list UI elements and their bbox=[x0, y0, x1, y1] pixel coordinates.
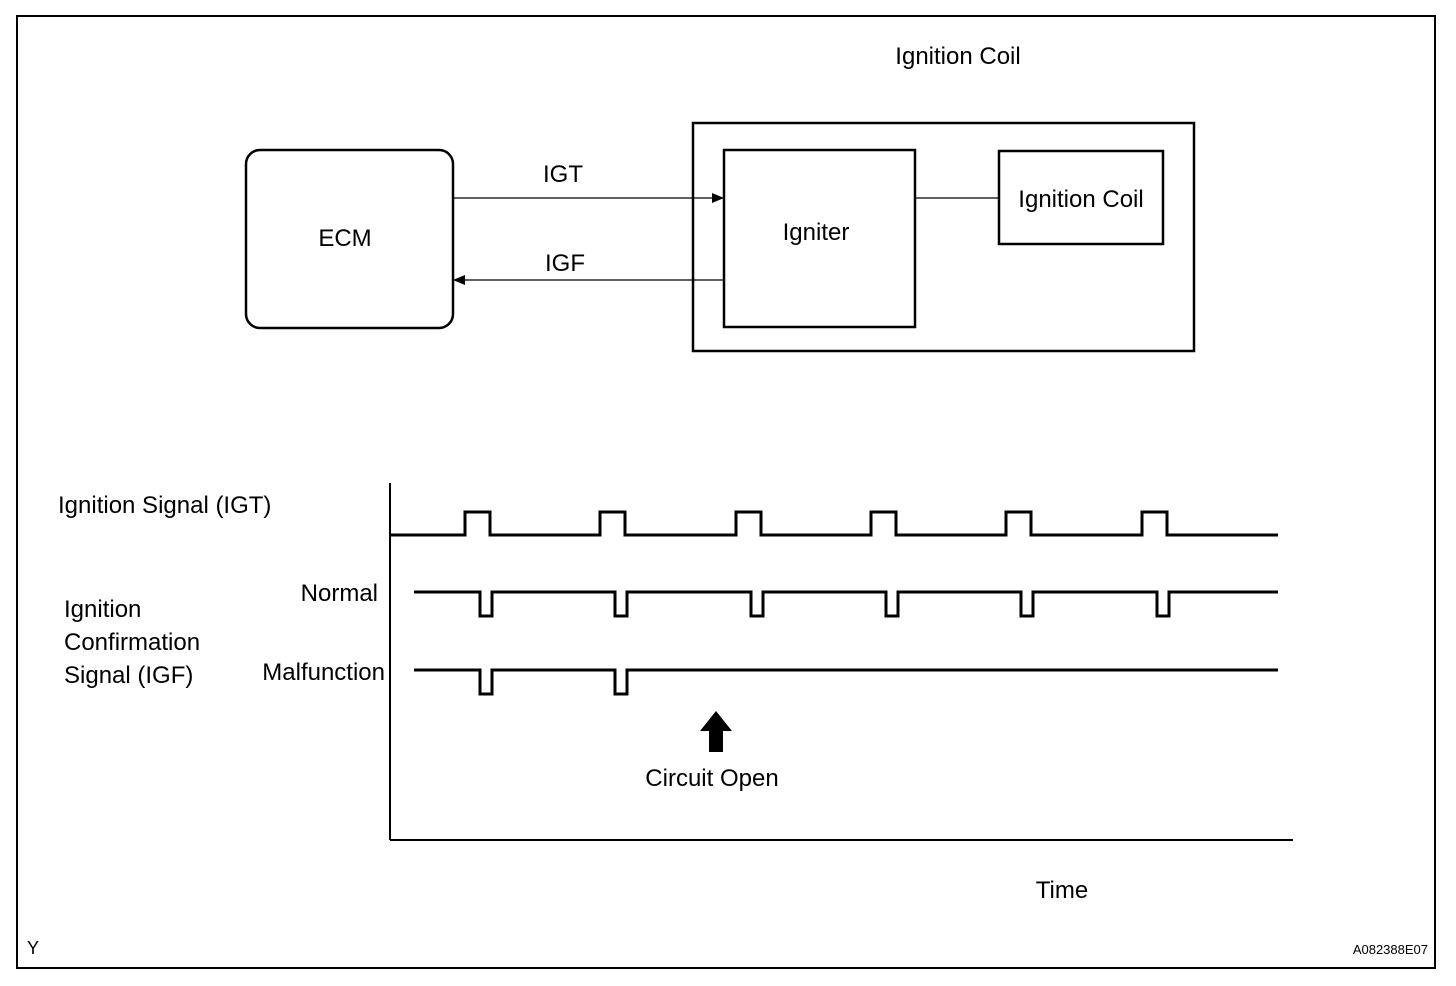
igf-arrow-label: IGF bbox=[545, 250, 585, 277]
ignition-coil-label: Ignition Coil bbox=[1018, 186, 1143, 213]
circuit-open-label: Circuit Open bbox=[645, 765, 778, 792]
ecm-box bbox=[244, 148, 455, 330]
time-axis-label: Time bbox=[1036, 877, 1088, 904]
footer-right-code: A082388E07 bbox=[1353, 942, 1428, 957]
igniter-box bbox=[722, 148, 917, 329]
circuit-open-arrow-icon bbox=[700, 711, 732, 752]
diagram-frame bbox=[16, 15, 1436, 969]
footer-left-code: Y bbox=[27, 938, 39, 958]
igf-label-line-2: Confirmation bbox=[64, 629, 200, 656]
malfunction-label: Malfunction bbox=[262, 659, 385, 686]
normal-label: Normal bbox=[301, 580, 378, 607]
ignition-coil-assembly-label: Ignition Coil bbox=[895, 43, 1020, 70]
igt-signal-label: Ignition Signal (IGT) bbox=[58, 492, 271, 519]
igf-label-line-1: Ignition bbox=[64, 596, 141, 623]
igt-waveform bbox=[390, 510, 1278, 537]
ignition-coil-assembly-box bbox=[691, 121, 1196, 353]
igf-malfunction-waveform bbox=[414, 668, 1278, 696]
igf-label-line-3: Signal (IGF) bbox=[64, 662, 193, 689]
igniter-label: Igniter bbox=[783, 219, 850, 246]
igf-normal-waveform bbox=[414, 590, 1278, 618]
ecm-label: ECM bbox=[318, 225, 371, 252]
igt-arrow-label: IGT bbox=[543, 161, 583, 188]
